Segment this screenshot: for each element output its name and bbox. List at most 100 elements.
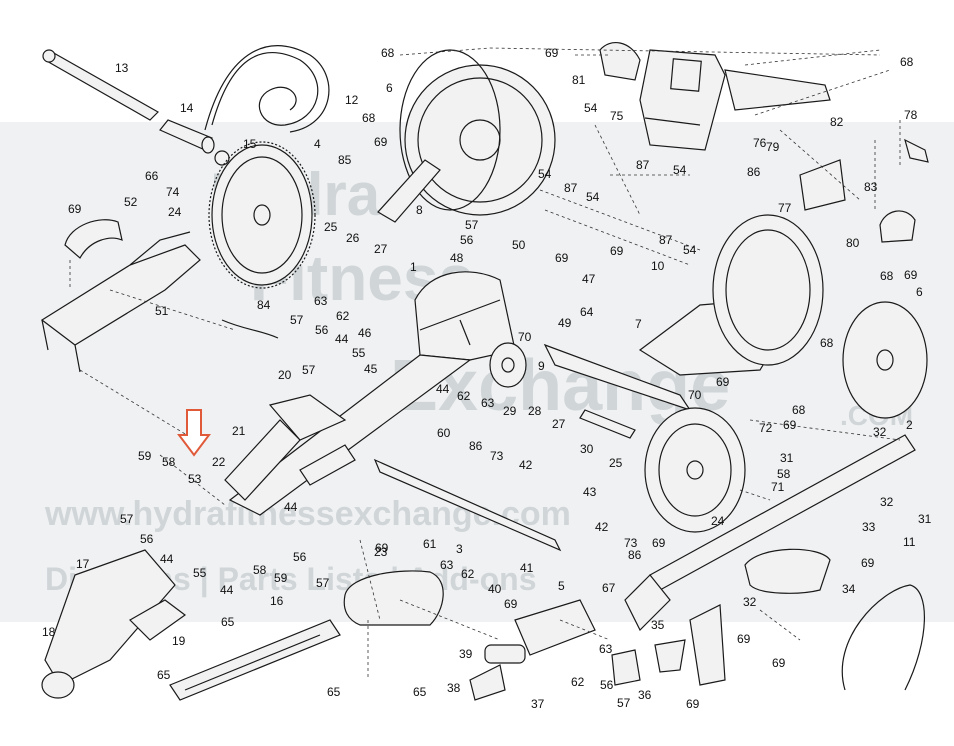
part-label-p17: 17: [76, 557, 90, 571]
part-label-p57b: 57: [290, 313, 304, 327]
part-label-p69d: 69: [904, 268, 918, 282]
part-label-p69g: 69: [716, 375, 730, 389]
part-label-p64: 64: [580, 305, 594, 319]
part-label-p29: 29: [503, 404, 517, 418]
part-label-p7: 7: [635, 317, 642, 331]
part-label-p51: 51: [155, 304, 169, 318]
part-label-p58b: 58: [777, 467, 791, 481]
part-12-coiled-strap: [204, 45, 330, 133]
part-39-roller: [484, 644, 526, 664]
part-label-p68d: 68: [880, 269, 894, 283]
part-label-p34: 34: [842, 582, 856, 596]
part-label-p71: 71: [771, 480, 785, 494]
part-35-latch: [654, 639, 686, 673]
part-label-p57f: 57: [617, 696, 631, 710]
part-label-p54a: 54: [538, 167, 552, 181]
part-23-seat: [343, 570, 444, 626]
part-label-p68c: 68: [900, 55, 914, 69]
part-label-p62d: 62: [571, 675, 585, 689]
part-75-console: [639, 49, 726, 151]
part-label-p27a: 27: [374, 242, 388, 256]
part-label-p24a: 24: [168, 205, 182, 219]
part-label-p66: 66: [145, 169, 159, 183]
part-label-p41: 41: [520, 561, 534, 575]
part-22-bracket: [299, 444, 356, 486]
part-20-pedal: [268, 394, 347, 441]
part-label-p43: 43: [583, 485, 597, 499]
part-label-p28: 28: [528, 404, 542, 418]
part-label-p54d: 54: [673, 163, 687, 177]
part-label-p42a: 42: [519, 458, 533, 472]
part-label-p69f: 69: [610, 244, 624, 258]
part-label-p69n: 69: [772, 656, 786, 670]
part-label-p65a: 65: [221, 615, 235, 629]
part-label-p57e: 57: [316, 576, 330, 590]
part-label-p63b: 63: [481, 396, 495, 410]
part-label-p25a: 25: [324, 220, 338, 234]
part-label-p69e: 69: [555, 251, 569, 265]
part-6-fan-wheel-top: [399, 49, 556, 216]
part-5-plate: [514, 599, 596, 656]
part-label-p50: 50: [512, 238, 526, 252]
part-label-p80: 80: [846, 236, 860, 250]
part-label-p58a: 58: [162, 455, 176, 469]
part-label-p46: 46: [358, 326, 372, 340]
part-52-handle-cover: [64, 219, 123, 259]
part-label-p24b: 24: [711, 514, 725, 528]
part-label-p85: 85: [338, 153, 352, 167]
part-label-p67: 67: [602, 581, 616, 595]
part-label-p14: 14: [180, 101, 194, 115]
part-label-p57c: 57: [302, 363, 316, 377]
part-label-p83: 83: [864, 180, 878, 194]
part-72-fan: [644, 407, 746, 533]
part-label-p77: 77: [778, 201, 792, 215]
part-label-p63a: 63: [314, 294, 328, 308]
part-label-p56b: 56: [315, 323, 329, 337]
part-label-p68b: 68: [362, 111, 376, 125]
part-label-p44d: 44: [160, 552, 174, 566]
part-38-end-cap: [469, 664, 506, 701]
part-label-p2: 2: [906, 418, 913, 432]
part-label-p5: 5: [558, 579, 565, 593]
part-label-p74: 74: [166, 185, 180, 199]
part-80-knob-housing: [879, 210, 916, 243]
part-4-flywheel: [208, 141, 316, 289]
part-label-p55a: 55: [352, 346, 366, 360]
part-label-p82: 82: [830, 115, 844, 129]
part-label-p9: 9: [538, 359, 545, 373]
highlight-arrow: [177, 409, 211, 457]
part-label-p69i: 69: [861, 556, 875, 570]
part-label-p21: 21: [232, 424, 246, 438]
part-label-p61: 61: [423, 537, 437, 551]
part-15-cap: [214, 150, 230, 166]
part-label-p31b: 31: [918, 512, 932, 526]
part-label-p32b: 32: [880, 495, 894, 509]
part-label-p69m: 69: [737, 632, 751, 646]
part-label-p54e: 54: [683, 243, 697, 257]
part-label-p63d: 63: [599, 642, 613, 656]
part-label-p36: 36: [638, 688, 652, 702]
part-label-p69h: 69: [783, 418, 797, 432]
part-label-p57d: 57: [120, 512, 134, 526]
part-34-handle: [744, 548, 831, 594]
part-label-p55b: 55: [193, 566, 207, 580]
part-label-p69k: 69: [504, 597, 518, 611]
part-2-rear-stabilizer: [624, 434, 916, 686]
part-14-sleeve: [159, 119, 215, 154]
part-label-p52: 52: [124, 195, 138, 209]
part-16-strap: [169, 619, 341, 701]
part-29-pulley: [489, 342, 527, 388]
part-label-p44c: 44: [284, 500, 298, 514]
part-label-p23: 23: [374, 545, 388, 559]
part-label-p87a: 87: [564, 181, 578, 195]
part-label-p56e: 56: [600, 678, 614, 692]
part-label-p69c: 69: [374, 135, 388, 149]
part-label-p72: 72: [759, 421, 773, 435]
part-label-p73a: 73: [490, 449, 504, 463]
part-label-p68f: 68: [792, 403, 806, 417]
part-label-p54c: 54: [586, 190, 600, 204]
part-label-p68a: 68: [381, 46, 395, 60]
part-label-p70b: 70: [688, 388, 702, 402]
